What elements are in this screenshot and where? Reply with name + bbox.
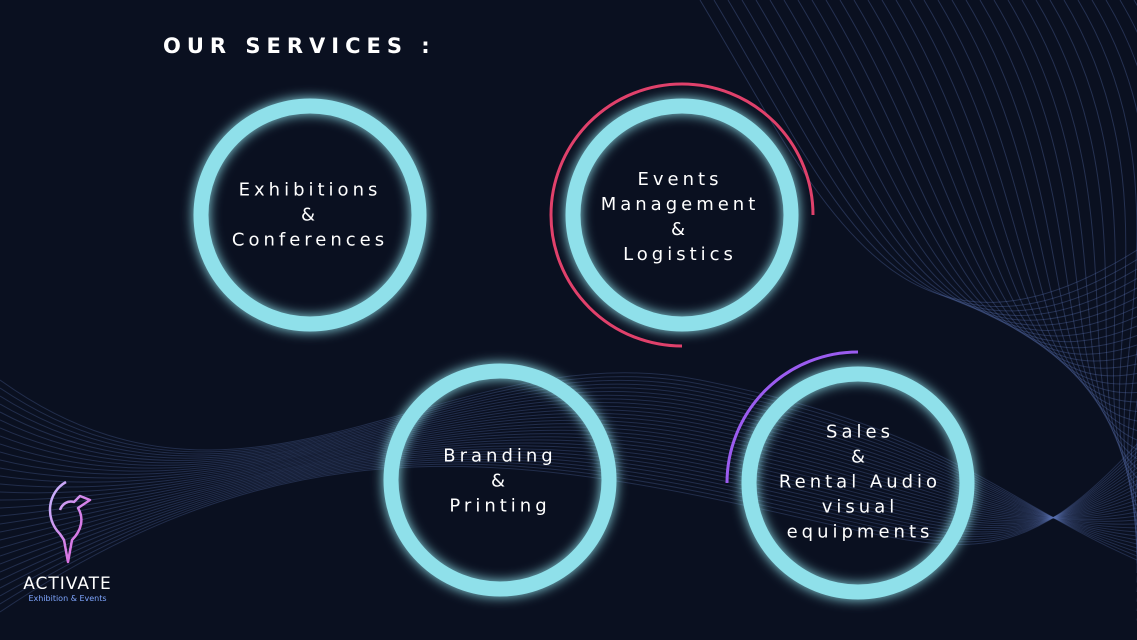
background-line bbox=[853, 0, 1137, 362]
background-line bbox=[895, 0, 1137, 385]
background-line bbox=[867, 0, 1137, 369]
background-line bbox=[0, 448, 1137, 557]
service-ring bbox=[741, 366, 975, 600]
background-line bbox=[699, 0, 1137, 303]
service-label-line: & bbox=[670, 219, 690, 240]
background-line bbox=[0, 451, 1137, 565]
background-line bbox=[0, 456, 1137, 581]
background-line bbox=[0, 423, 1137, 519]
service-label-line: Management bbox=[600, 194, 760, 215]
page-title: OUR SERVICES : bbox=[163, 34, 436, 58]
background-line bbox=[979, 0, 1137, 441]
background-line bbox=[0, 394, 1137, 537]
activate-logo: ACTIVATE Exhibition & Events bbox=[20, 478, 115, 603]
background-line bbox=[0, 426, 1137, 519]
background-line bbox=[0, 416, 1137, 519]
service-label-line: Branding bbox=[443, 445, 557, 467]
background-line bbox=[0, 445, 1137, 549]
background-line bbox=[0, 379, 1137, 553]
service-label-line: Sales bbox=[826, 421, 894, 443]
background-line bbox=[825, 0, 1137, 349]
background-line bbox=[713, 0, 1137, 307]
logo-tagline: Exhibition & Events bbox=[28, 594, 107, 603]
background-line bbox=[1077, 0, 1137, 507]
background-line bbox=[741, 0, 1137, 316]
background-line bbox=[755, 0, 1137, 321]
service-label-line: Printing bbox=[449, 495, 551, 517]
background-line bbox=[0, 451, 1137, 597]
service-label-line: Exhibitions bbox=[238, 179, 382, 201]
background-line bbox=[1021, 0, 1137, 469]
background-line bbox=[1119, 0, 1137, 536]
background-line bbox=[909, 0, 1137, 394]
background-line bbox=[839, 0, 1137, 355]
background-line bbox=[1091, 0, 1137, 517]
service-label-line: Rental Audio bbox=[778, 471, 942, 493]
background-line bbox=[0, 419, 1137, 519]
background-line bbox=[993, 0, 1137, 450]
background-line bbox=[937, 0, 1137, 412]
background-line bbox=[1105, 0, 1137, 526]
background-line bbox=[1063, 0, 1137, 498]
service-ring bbox=[383, 363, 617, 597]
background-line bbox=[0, 398, 1137, 533]
background-line bbox=[1035, 0, 1137, 479]
background-line bbox=[0, 453, 1137, 573]
service-ring bbox=[193, 98, 427, 332]
service-label-line: Logistics bbox=[623, 244, 737, 265]
background-line bbox=[769, 0, 1137, 326]
background-line bbox=[797, 0, 1137, 337]
background-line bbox=[0, 372, 1137, 561]
service-label-line: Events bbox=[637, 169, 723, 190]
background-line bbox=[1049, 0, 1137, 488]
background-line bbox=[727, 0, 1137, 312]
background-line bbox=[965, 0, 1137, 431]
background-line bbox=[0, 405, 1137, 525]
background-line bbox=[811, 0, 1137, 343]
background-line bbox=[0, 375, 1137, 557]
service-label-line: & bbox=[300, 204, 320, 226]
background-line bbox=[0, 383, 1137, 549]
background-line bbox=[0, 455, 1137, 589]
service-label-line: & bbox=[850, 446, 870, 468]
background-line bbox=[0, 436, 1137, 525]
service-exhibitions-conferences: Exhibitions & Conferences bbox=[210, 178, 410, 253]
background-line bbox=[0, 447, 1137, 605]
background-line bbox=[0, 391, 1137, 541]
background-line bbox=[0, 401, 1137, 529]
background-line bbox=[783, 0, 1137, 331]
service-sales-rental-av: Sales & Rental Audio visual equipments bbox=[750, 420, 970, 545]
logo-name: ACTIVATE bbox=[23, 574, 112, 594]
background-line bbox=[951, 0, 1137, 422]
background-line bbox=[0, 442, 1137, 541]
background-line bbox=[0, 433, 1137, 521]
background-line bbox=[0, 412, 1137, 521]
service-label-line: visual bbox=[821, 496, 899, 518]
background-line bbox=[0, 387, 1137, 545]
service-label-line: & bbox=[490, 470, 510, 492]
background-line bbox=[0, 409, 1137, 523]
bird-logo-icon bbox=[48, 480, 91, 564]
background-line bbox=[0, 439, 1137, 533]
background-line bbox=[923, 0, 1137, 403]
accent-arc bbox=[549, 82, 815, 348]
accent-arc bbox=[725, 350, 859, 484]
background-line bbox=[0, 429, 1137, 520]
service-label-line: Conferences bbox=[231, 229, 389, 251]
background-line bbox=[0, 443, 1137, 613]
service-label-line: equipments bbox=[786, 521, 934, 543]
service-ring bbox=[565, 98, 799, 332]
background-line bbox=[881, 0, 1137, 377]
service-branding-printing: Branding & Printing bbox=[400, 444, 600, 519]
background-line bbox=[1007, 0, 1137, 460]
service-events-management: Events Management & Logistics bbox=[580, 167, 780, 267]
